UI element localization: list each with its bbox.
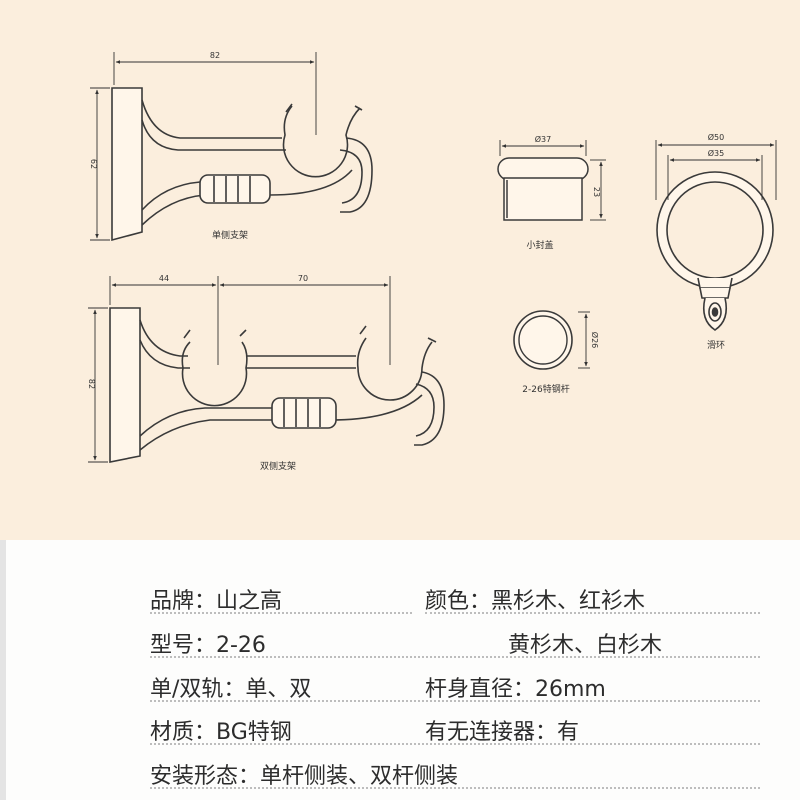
single-bracket-caption: 单侧支架	[212, 229, 248, 241]
double-left-dim: 44	[159, 274, 169, 283]
spec-color-line2: 黄杉木、白杉木	[508, 633, 663, 658]
ring-inner-dim: Ø35	[708, 148, 724, 158]
small-cap-dims	[499, 140, 606, 221]
spec-separator	[150, 700, 760, 702]
double-bracket-dims	[88, 276, 391, 463]
cap-diameter-dim: Ø37	[535, 134, 551, 144]
single-bracket-drawing	[111, 87, 373, 242]
ring-drawing	[656, 171, 774, 331]
double-height-dim: 82	[87, 379, 96, 389]
small-cap-caption: 小封盖	[526, 239, 553, 251]
spec-color-line1: 颜色：黑杉木、红衫木	[425, 589, 646, 614]
double-right-dim: 70	[298, 274, 308, 283]
spec-separator	[150, 743, 760, 745]
spec-track: 单/双轨：单、双	[150, 677, 312, 702]
spec-material: 材质：BG特钢	[150, 720, 292, 745]
spec-rod-diameter: 杆身直径：26mm	[425, 677, 606, 702]
rod-section-caption: 2-26特钢杆	[522, 383, 569, 395]
small-cap-drawing	[497, 157, 589, 221]
rod-diameter-dim: Ø26	[590, 332, 600, 348]
rod-section-drawing	[513, 310, 573, 370]
spec-brand: 品牌：山之高	[150, 589, 283, 614]
spec-separator	[150, 787, 760, 789]
double-bracket-caption: 双侧支架	[260, 460, 296, 472]
left-edge-bar	[0, 540, 6, 800]
diagram-svg: 82 62 单侧支架	[87, 51, 777, 472]
single-height-dim: 62	[89, 159, 98, 169]
spec-connector: 有无连接器：有	[425, 720, 580, 745]
spec-separator	[150, 656, 760, 658]
spec-model: 型号：2-26	[150, 633, 266, 658]
ring-caption: 滑环	[707, 340, 725, 351]
double-bracket-drawing	[109, 307, 445, 463]
spec-separator	[425, 612, 760, 614]
spec-install: 安装形态：单杆侧装、双杆侧装	[150, 764, 459, 789]
single-width-dim: 82	[210, 51, 220, 60]
cap-height-dim: 23	[592, 187, 601, 197]
rod-section-dims	[578, 311, 590, 369]
single-bracket-dims	[90, 52, 317, 241]
ring-dims	[655, 140, 777, 200]
ring-outer-dim: Ø50	[708, 132, 724, 142]
product-diagram: 82 62 单侧支架	[0, 0, 800, 540]
spec-separator	[150, 612, 412, 614]
